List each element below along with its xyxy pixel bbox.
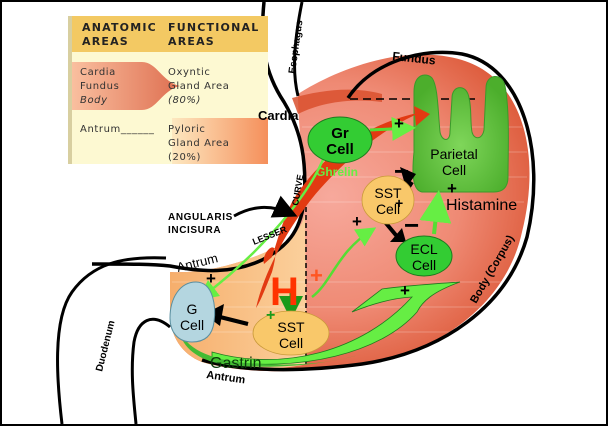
sst-ecl-minus: − xyxy=(404,210,419,240)
sst-cell-lower xyxy=(252,310,330,356)
gastrin-label: Gastrin xyxy=(210,355,262,372)
esophagus-right-wall xyxy=(293,2,304,97)
ghrelin-to-g-cell-arrow xyxy=(198,151,328,301)
angularis-label-2: INCISURA xyxy=(168,225,221,236)
histamine-plus: + xyxy=(447,179,457,198)
histamine-label: Histamine xyxy=(446,197,517,214)
legend-header-anatomic-1: ANATOMIC xyxy=(82,21,157,34)
sst-parietal-minus: − xyxy=(394,156,409,186)
legend-header-anatomic-2: AREAS xyxy=(82,35,129,48)
sst-cell-inner-plus: + xyxy=(395,195,403,211)
ghrelin-to-parietal-arrow xyxy=(369,116,416,141)
sst-lower-plus: + xyxy=(266,307,275,324)
duodenum-inner-wall xyxy=(130,317,171,424)
gastrin-ecl-plus: + xyxy=(400,281,410,300)
legend-cardia: Cardia xyxy=(80,67,116,78)
ghrelin-label: Ghrelin xyxy=(316,165,358,179)
legend-pyloric: Pyloric xyxy=(168,124,205,135)
angularis-pointer-arrow xyxy=(233,195,298,218)
sst-upper-label-1: SST xyxy=(374,185,402,201)
h-ion-label: H xyxy=(270,270,299,314)
functional-areas-legend xyxy=(68,16,268,164)
parietal-cell-label-1: Parietal xyxy=(430,146,477,162)
g-cell-label-1: G xyxy=(187,301,198,317)
angularis-label-1: ANGULARIS xyxy=(168,212,233,223)
legend-oxyntic-percent: (80%) xyxy=(168,95,201,106)
legend-oxyntic: Oxyntic xyxy=(168,67,210,78)
g-cell-plus: + xyxy=(206,269,216,288)
lesser-curvature xyxy=(91,2,307,273)
cardia-region xyxy=(292,89,382,114)
oxyntic-mapping-shape xyxy=(72,62,180,110)
sst-upper-label-2: Cell xyxy=(376,201,400,217)
sst-upper-plus: + xyxy=(352,212,362,231)
sst-lower-label-1: SST xyxy=(277,319,305,335)
sst-cell-upper xyxy=(361,175,415,225)
legend-pyloric-percent: (20%) xyxy=(168,152,201,163)
g-cell-label-2: Cell xyxy=(180,317,204,333)
greater-curvature xyxy=(201,50,536,372)
duodenum-outer-wall xyxy=(56,256,167,424)
esophagus-label: Esophagus xyxy=(287,19,305,74)
sst-lower-label-2: Cell xyxy=(279,335,303,351)
gr-to-parietal-plus: + xyxy=(394,114,404,133)
parietal-cell-label-2: Cell xyxy=(442,162,466,178)
legend-header-functional-2: AREAS xyxy=(168,35,215,48)
acid-to-upper-sst-arrow xyxy=(311,227,377,298)
h-ion-charge: + xyxy=(310,263,323,288)
gastrin-to-ecl-arrow xyxy=(211,281,461,365)
ecl-cell xyxy=(395,235,453,277)
gr-cell-label-2: Cell xyxy=(326,141,354,158)
legend-pyloric-gland-area: Gland Area xyxy=(168,138,230,149)
sst-inhibit-parietal-head xyxy=(400,167,416,188)
g-cell xyxy=(169,281,216,343)
legend-body: Body xyxy=(80,95,108,106)
acid-arrow-head xyxy=(414,106,430,126)
parietal-cell xyxy=(412,74,509,193)
gr-cell-label-1: Gr xyxy=(331,125,349,142)
fundus-label: Fundus xyxy=(392,49,437,67)
histamine-arrow xyxy=(419,190,452,235)
legend-oxyntic-gland-area: Gland Area xyxy=(168,81,230,92)
sst-inhibit-ecl-head xyxy=(390,228,406,242)
ecl-cell-label-1: ECL xyxy=(410,241,437,257)
legend-header-functional-1: FUNCTIONAL xyxy=(168,21,259,34)
pyloric-mapping-shape xyxy=(172,118,268,164)
antrum-bottom-label: Antrum xyxy=(206,369,247,386)
ecl-cell-label-2: Cell xyxy=(412,257,436,273)
cardia-label: Cardia xyxy=(258,108,299,123)
gr-cell xyxy=(307,116,373,164)
legend-antrum: Antrum______ xyxy=(80,124,155,135)
duodenum-label: Duodenum xyxy=(94,319,117,372)
legend-fundus: Fundus xyxy=(80,81,119,92)
